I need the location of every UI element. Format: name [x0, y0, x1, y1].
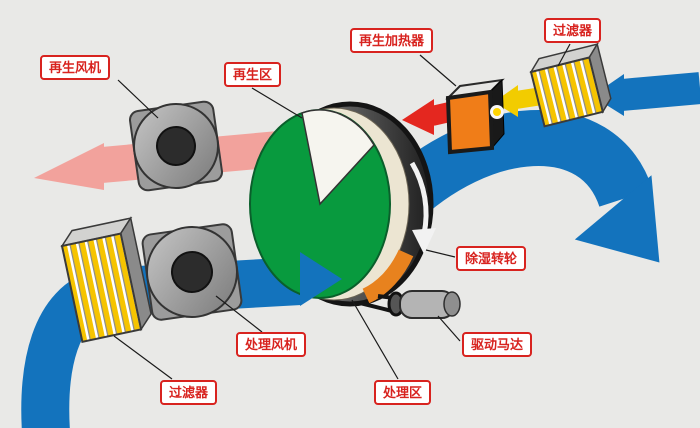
label-drive-motor: 驱动马达: [462, 332, 533, 357]
label-regen-fan: 再生风机: [40, 55, 111, 80]
label-filter-bottom: 过滤器: [160, 380, 218, 405]
label-regen-zone: 再生区: [224, 62, 282, 87]
drive-motor: [359, 290, 461, 319]
regen-filter: [529, 42, 612, 128]
label-regen-heater: 再生加热器: [350, 28, 434, 53]
label-rotor: 除湿转轮: [456, 246, 527, 271]
label-process-fan: 处理风机: [236, 332, 307, 357]
process-air-into-wheel-arrow: [300, 252, 342, 306]
label-connectors: [113, 43, 571, 380]
wheel-orange-sector: [362, 249, 414, 304]
label-process-zone: 处理区: [374, 380, 432, 405]
regen-heater: [445, 78, 505, 155]
dehumidifier-wheel: [249, 101, 436, 307]
regen-sector-wedge: [301, 109, 375, 206]
process-filter: [60, 216, 152, 344]
regen-fan: [129, 100, 223, 192]
wheel-rotation-arrow: [409, 161, 436, 254]
label-filter-top: 过滤器: [544, 18, 602, 43]
process-fan: [141, 223, 243, 321]
